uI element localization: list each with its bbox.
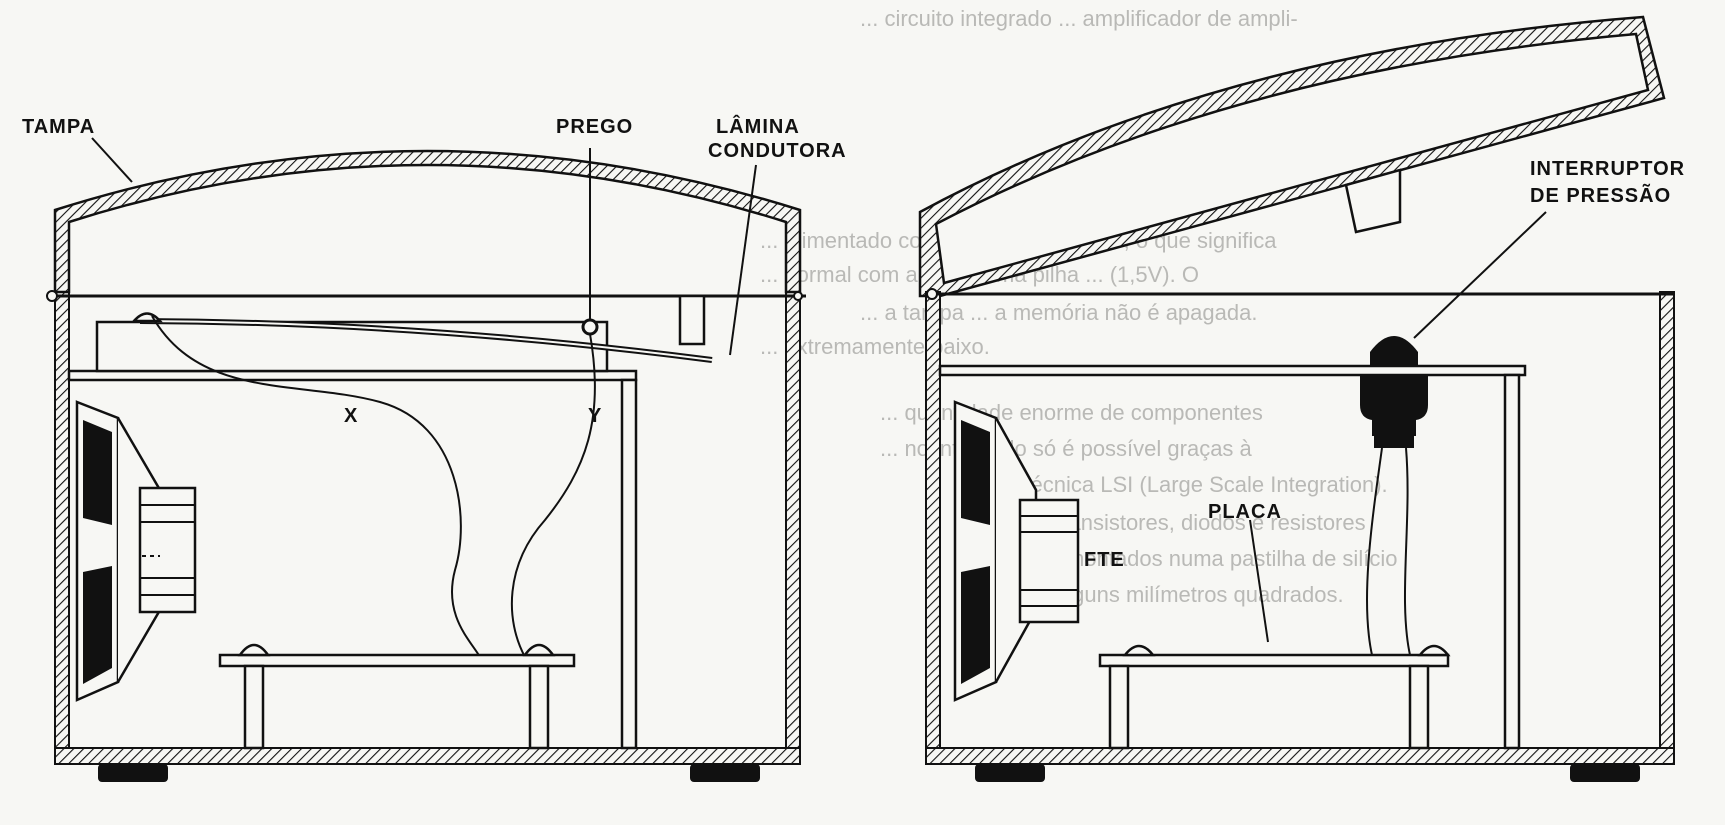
left-shelf-support: [620, 378, 638, 750]
label-tampa: TAMPA: [22, 116, 95, 138]
left-board: [218, 643, 576, 750]
label-interruptor-line1: INTERRUPTOR: [1530, 158, 1685, 180]
leader-interruptor: [1413, 211, 1547, 339]
left-shelf: [67, 369, 638, 382]
wire-x: [151, 315, 481, 658]
pressure-switch: [1360, 336, 1428, 448]
label-interruptor-line2: DE PRESSÃO: [1530, 184, 1671, 207]
label-lamina-line2: CONDUTORA: [708, 140, 847, 162]
background-text-line: ... no integrado só é possível graças à: [880, 436, 1252, 461]
left-wall-left: [54, 291, 70, 763]
left-latch: [793, 291, 803, 301]
right-foot: [975, 764, 1045, 782]
right-hinge: [926, 288, 938, 300]
switch-wire: [1366, 447, 1383, 656]
left-foot: [98, 764, 168, 782]
leader-tampa: [91, 137, 133, 183]
left-shelf-block: [95, 320, 609, 373]
right-wall-right: [1659, 291, 1675, 763]
label-wire-x: X: [344, 405, 358, 427]
left-hinge: [46, 290, 58, 302]
label-lamina-line1: LÂMINA: [716, 114, 800, 138]
left-speaker: [75, 400, 197, 702]
left-foot: [690, 764, 760, 782]
right-lid-inner: [934, 32, 1650, 285]
right-figure: INTERRUPTOR DE PRESSÃO PLACA FTE: [918, 15, 1685, 782]
label-placa: PLACA: [1208, 501, 1282, 523]
label-wire-y: Y: [588, 405, 602, 427]
strip-screw: [131, 312, 163, 323]
switch-wire: [1403, 447, 1411, 656]
right-wall-left: [925, 291, 941, 763]
right-foot: [1570, 764, 1640, 782]
left-wall-right: [785, 291, 801, 763]
label-prego: PREGO: [556, 116, 633, 138]
right-board: [1098, 644, 1451, 750]
wire-y: [510, 333, 596, 658]
label-fte: FTE: [1084, 549, 1125, 571]
background-text-line: ... circuito integrado ... amplificador …: [860, 6, 1298, 31]
right-lid-actuator: [1344, 168, 1402, 234]
right-wall-bottom: [925, 747, 1675, 765]
background-text-line: ... quantidade enorme de componentes: [880, 400, 1263, 425]
nail-head: [581, 318, 599, 336]
right-shelf: [938, 364, 1527, 377]
left-lid: [53, 149, 802, 294]
background-text-line: ... técnica LSI (Large Scale Integration…: [1000, 472, 1388, 497]
leader-lamina: [729, 164, 757, 356]
right-speaker: [953, 400, 1080, 702]
leader-placa: [1249, 519, 1269, 643]
right-shelf-support: [1503, 373, 1521, 750]
left-figure: TAMPA PREGO LÂMINA CONDUTORA X Y: [22, 114, 847, 782]
left-wall-bottom: [54, 747, 801, 765]
left-lid-stop: [678, 294, 706, 346]
